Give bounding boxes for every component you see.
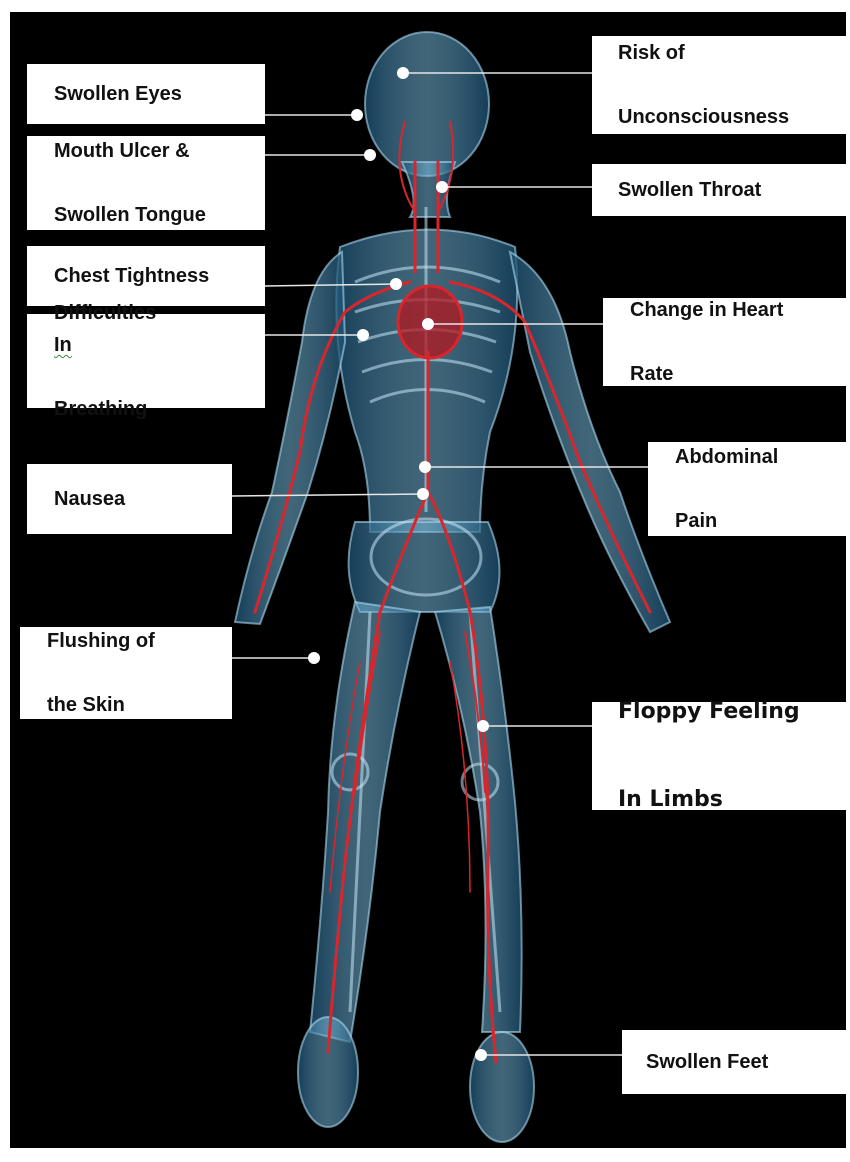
label-flushing-of-the-skin: Flushing of the Skin: [20, 627, 232, 719]
label-nausea: Nausea: [27, 464, 232, 534]
floppy-line-2: In Limbs: [618, 778, 800, 822]
label-risk-of-unconsciousness: Risk of Unconsciousness: [592, 36, 846, 134]
label-swollen-throat: Swollen Throat: [592, 164, 846, 216]
difficulties-line-1: Difficulties In: [54, 297, 156, 361]
abdominal-line-1: Abdominal: [675, 441, 778, 473]
floppy-line-1: Floppy Feeling: [618, 690, 800, 734]
flushing-line-2: the Skin: [47, 689, 155, 721]
risk-line-1: Risk of: [618, 37, 789, 69]
abdominal-line-2: Pain: [675, 505, 778, 537]
label-difficulties-in-breathing: Difficulties In Breathing: [27, 314, 265, 408]
label-swollen-feet: Swollen Feet: [622, 1030, 846, 1094]
difficulties-line-2: Breathing: [54, 393, 156, 425]
mouth-ulcer-line-1: Mouth Ulcer &: [54, 135, 206, 167]
flushing-line-1: Flushing of: [47, 625, 155, 657]
heart-line-2: Rate: [630, 358, 783, 390]
label-abdominal-pain: Abdominal Pain: [648, 442, 846, 536]
label-change-in-heart-rate: Change in Heart Rate: [603, 298, 846, 386]
heart-line-1: Change in Heart: [630, 294, 783, 326]
anatomy-panel: Swollen Eyes Mouth Ulcer & Swollen Tongu…: [10, 12, 846, 1148]
risk-line-2: Unconsciousness: [618, 101, 789, 133]
label-mouth-ulcer-swollen-tongue: Mouth Ulcer & Swollen Tongue: [27, 136, 265, 230]
mouth-ulcer-line-2: Swollen Tongue: [54, 199, 206, 231]
label-floppy-feeling-in-limbs: Floppy Feeling In Limbs: [592, 702, 846, 810]
